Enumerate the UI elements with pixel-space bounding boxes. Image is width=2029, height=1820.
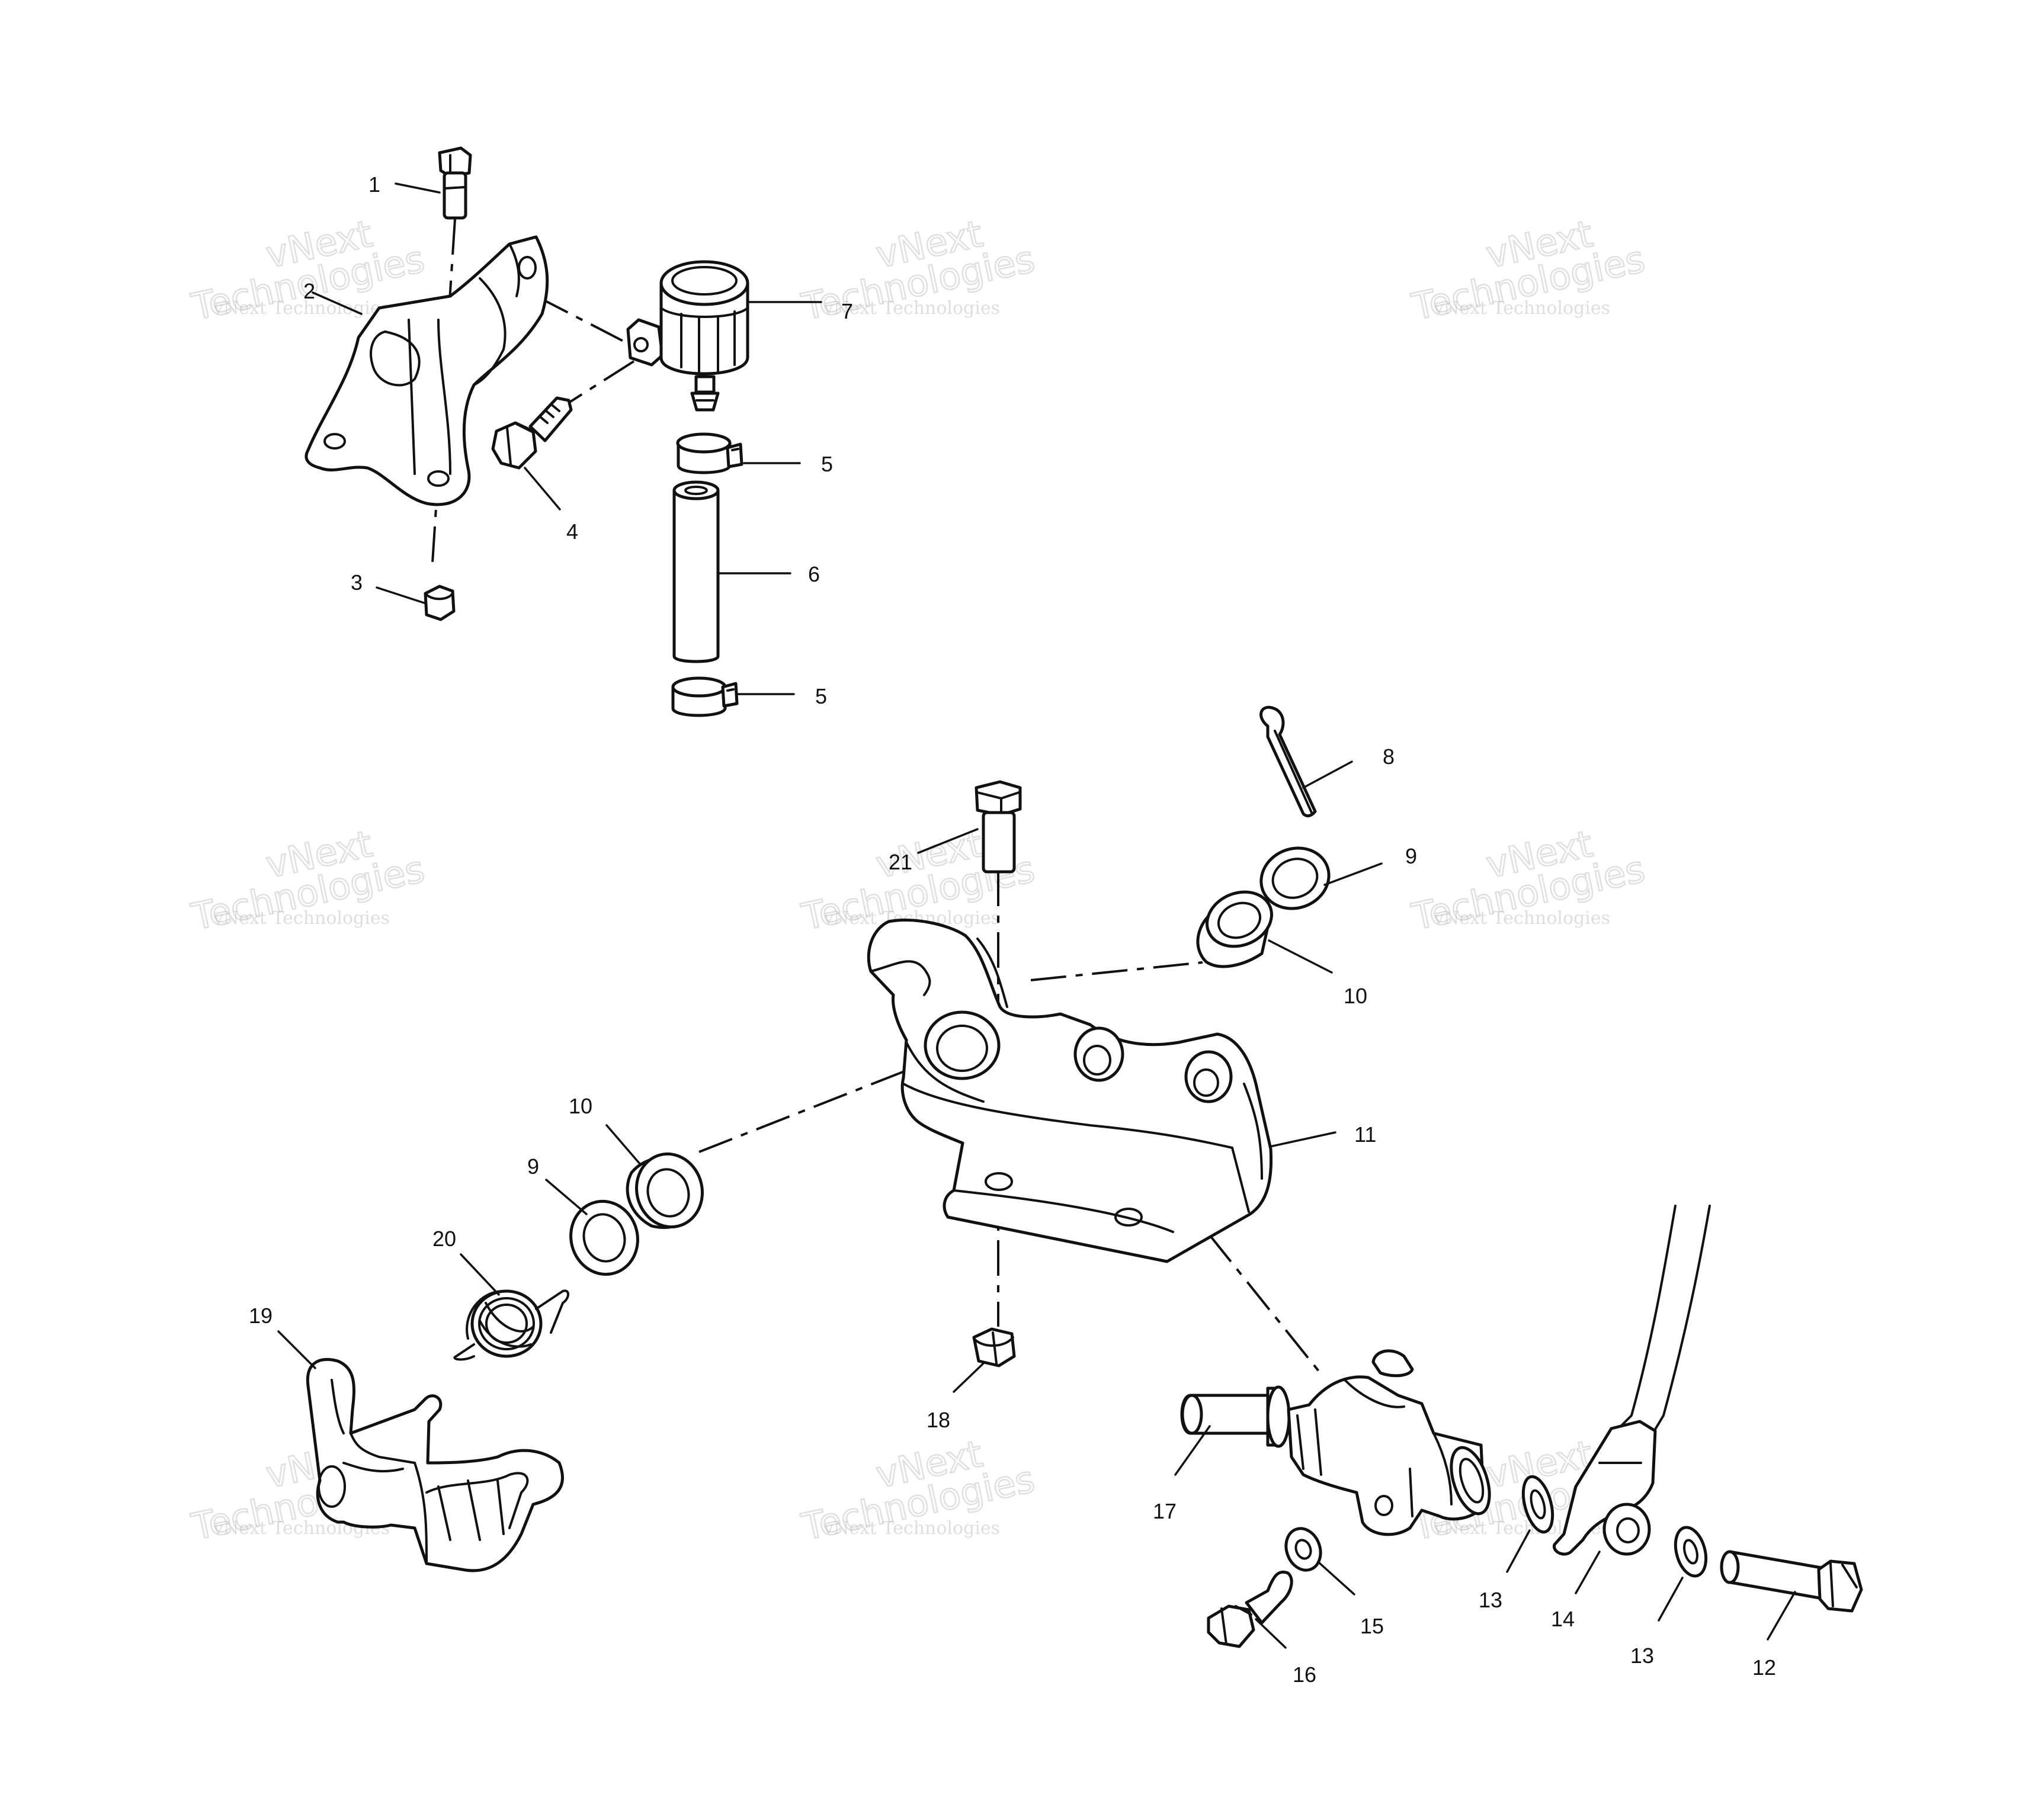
svg-text:vNext Technologies: vNext Technologies [213, 298, 390, 319]
part-5-clamp-lower [671, 676, 739, 717]
leader-8 [1302, 760, 1353, 789]
callout-11: 11 [1354, 1122, 1376, 1147]
callout-13-right: 13 [1630, 1644, 1654, 1668]
callout-6: 6 [808, 562, 820, 586]
watermark-r3c2: vNext Technologies vNext Technologies [797, 1431, 1039, 1550]
callout-1: 1 [368, 172, 380, 197]
leader-9b [545, 1179, 588, 1215]
callout-19: 19 [249, 1304, 273, 1328]
svg-text:vNext Technologies: vNext Technologies [213, 908, 390, 929]
part-10-bushing-lower [626, 1152, 704, 1230]
leader-4 [524, 467, 561, 511]
part-18-nut [972, 1327, 1016, 1368]
part-19-brake-pedal [306, 1357, 564, 1572]
leader-19 [277, 1330, 316, 1369]
callout-labels: 1 2 3 4 5 6 5 7 8 9 10 11 10 9 20 19 21 … [249, 172, 1776, 1687]
leader-10b [605, 1124, 641, 1165]
leader-12 [1767, 1591, 1796, 1641]
callout-5-upper: 5 [821, 452, 833, 476]
callout-14: 14 [1551, 1607, 1575, 1631]
part-4-bolt [491, 396, 573, 470]
callout-2: 2 [303, 279, 315, 303]
callout-18: 18 [927, 1408, 950, 1432]
centerline-reservoir-bolt [568, 360, 635, 404]
leader-2 [312, 291, 363, 315]
svg-text:vNext Technologies: vNext Technologies [1433, 908, 1610, 929]
leader-21 [917, 828, 979, 854]
callout-13-left: 13 [1479, 1588, 1502, 1612]
leader-13b [1658, 1577, 1684, 1622]
centerline-bushing-lower [698, 1053, 948, 1153]
part-21-bolt [975, 780, 1022, 874]
callout-21: 21 [889, 850, 912, 874]
part-12-pin [1720, 1550, 1863, 1613]
callout-9-lower: 9 [527, 1154, 539, 1179]
centerline-bushing-upper [1030, 961, 1203, 981]
part-20-spring [453, 1289, 569, 1361]
part-13-washer-left [1521, 1475, 1554, 1534]
callout-12: 12 [1752, 1655, 1776, 1680]
callout-4: 4 [566, 519, 578, 544]
leader-9a [1323, 862, 1383, 886]
watermark-r2c3: vNext Technologies vNext Technologies [1408, 821, 1649, 940]
part-3-nut [424, 585, 456, 621]
leader-13a [1506, 1529, 1531, 1573]
part-17-master-cylinder [1180, 1349, 1491, 1536]
part-13-washer-right [1674, 1526, 1708, 1578]
leader-14 [1575, 1551, 1601, 1594]
part-11-pedal-bracket [867, 919, 1273, 1263]
part-8-cotter-pin [1259, 705, 1317, 817]
callout-10-lower: 10 [569, 1094, 592, 1118]
callout-3: 3 [351, 570, 363, 595]
part-16-bolt [1207, 1571, 1293, 1648]
watermark-r1c2: vNext Technologies vNext Technologies [797, 211, 1039, 330]
part-9-washer-upper [1259, 846, 1331, 910]
leader-3 [376, 586, 425, 604]
watermark-layer: vNext Technologies vNext Technologies vN… [187, 211, 1649, 1550]
callout-16: 16 [1293, 1662, 1316, 1687]
callout-7: 7 [841, 299, 853, 323]
callout-9-upper: 9 [1405, 844, 1417, 868]
svg-text:vNext Technologies: vNext Technologies [823, 298, 1000, 319]
part-7-reservoir [626, 260, 749, 412]
leader-17 [1174, 1425, 1211, 1476]
watermark-r1c3: vNext Technologies vNext Technologies [1408, 211, 1649, 330]
watermark-r2c1: vNext Technologies vNext Technologies [187, 821, 429, 940]
part-5-clamp-upper [676, 432, 743, 474]
part-10-bushing-upper [1196, 890, 1273, 968]
part-15-washer [1284, 1527, 1322, 1572]
brake-cable [1618, 1205, 1711, 1434]
callout-15: 15 [1360, 1614, 1384, 1638]
leader-15 [1318, 1561, 1355, 1596]
callout-5-lower: 5 [815, 684, 827, 708]
part-9-washer-lower [569, 1199, 639, 1276]
leader-20 [460, 1253, 500, 1296]
leader-1 [395, 182, 441, 194]
part-14-clevis [1553, 1420, 1657, 1556]
callout-20: 20 [432, 1227, 456, 1251]
part-1-bolt [438, 146, 472, 220]
svg-text:vNext Technologies: vNext Technologies [823, 1518, 1000, 1539]
part-6-hose [672, 480, 720, 663]
leader-16 [1255, 1618, 1287, 1649]
centerline-reservoir-mount [536, 295, 629, 345]
leader-10a [1268, 939, 1333, 974]
svg-text:vNext Technologies: vNext Technologies [1433, 298, 1610, 319]
callout-17: 17 [1153, 1499, 1177, 1523]
leader-18 [953, 1362, 985, 1393]
part-2-bracket [304, 235, 549, 506]
callout-8: 8 [1383, 744, 1395, 769]
leader-lines [277, 182, 1796, 1649]
callout-10-upper: 10 [1344, 984, 1367, 1008]
leader-11 [1269, 1131, 1336, 1148]
